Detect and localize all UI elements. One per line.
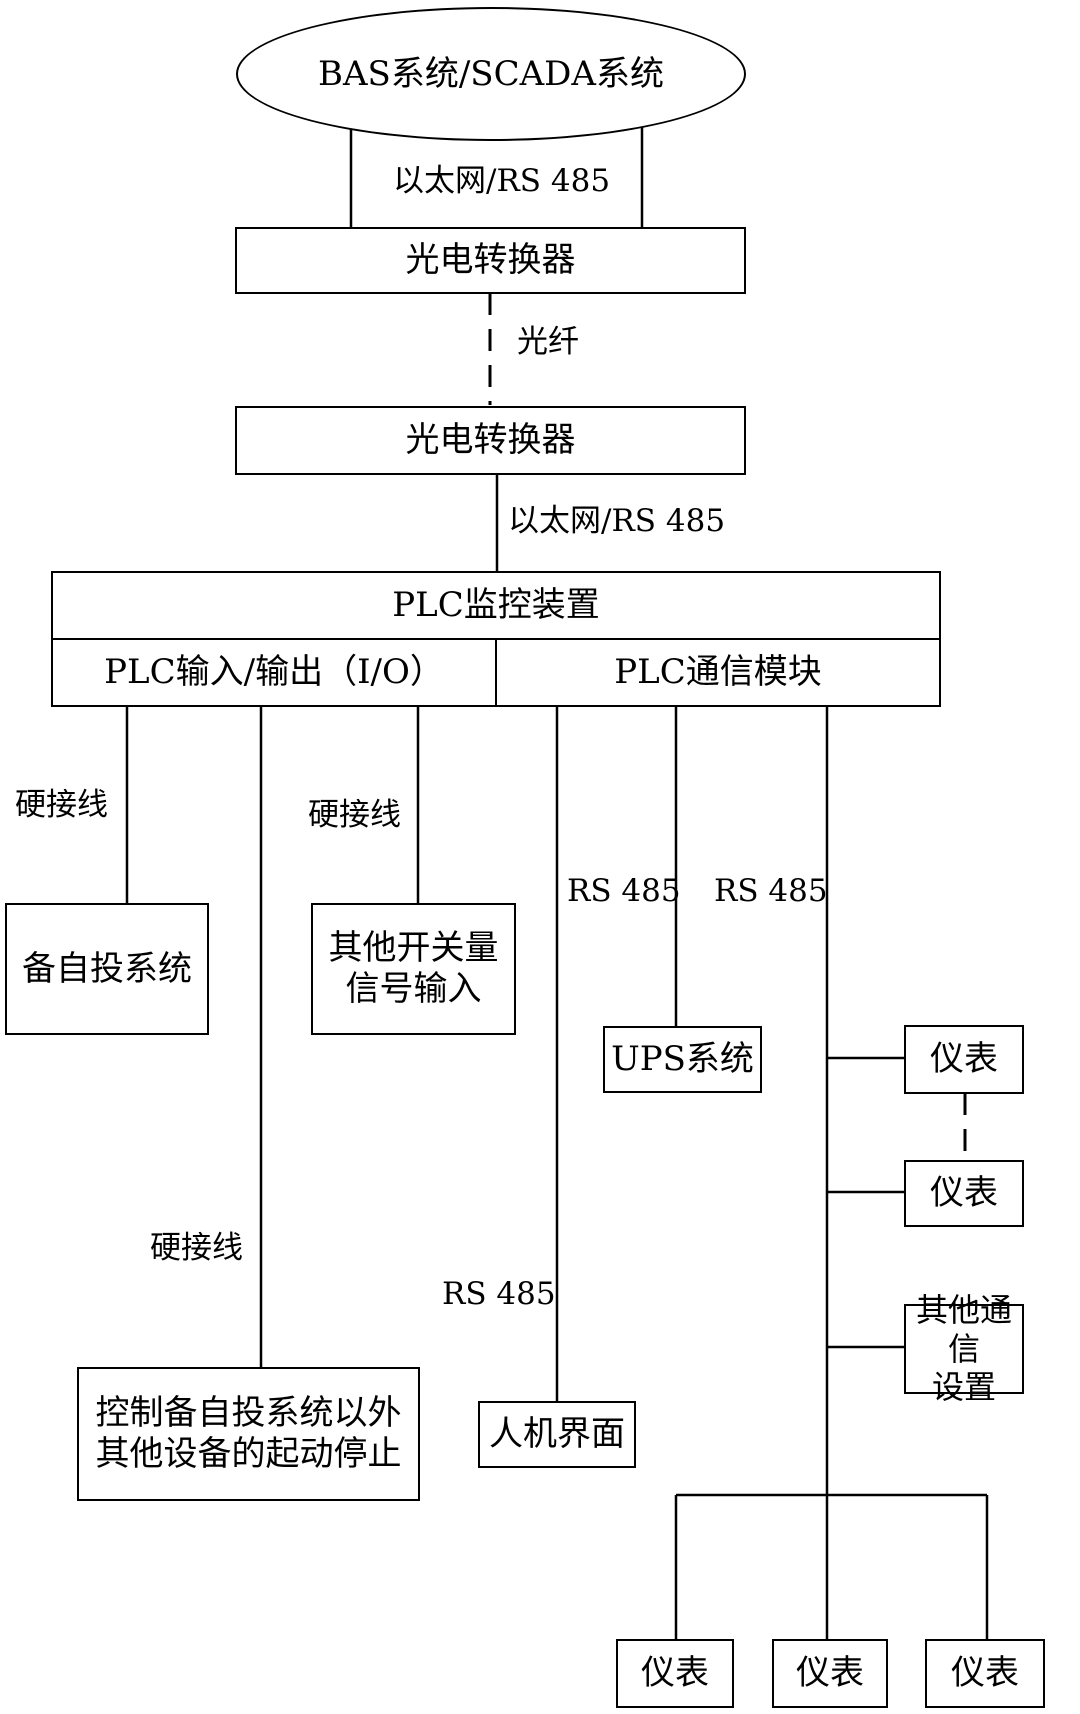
optical-converter-top: 光电转换器	[235, 227, 746, 294]
label-rs485-hmi: RS 485	[442, 1276, 556, 1312]
plc-monitoring-device: PLC监控装置	[51, 571, 941, 640]
human-machine-interface: 人机界面	[478, 1401, 636, 1468]
label-hardwire-2: 硬接线	[308, 797, 401, 833]
label-fiber: 光纤	[517, 324, 579, 360]
label-ethernet-top: 以太网/RS 485	[393, 163, 611, 199]
label-rs485-bus: RS 485	[714, 873, 828, 909]
auto-switch-system: 备自投系统	[5, 903, 209, 1035]
label-rs485-ups: RS 485	[567, 873, 681, 909]
other-switch-input: 其他开关量 信号输入	[311, 903, 516, 1035]
meter-5: 仪表	[925, 1639, 1045, 1708]
optical-converter-bottom: 光电转换器	[235, 406, 746, 475]
meter-3: 仪表	[616, 1639, 734, 1708]
control-other-equipment: 控制备自投系统以外 其他设备的起动停止	[77, 1367, 420, 1501]
other-comm-device: 其他通信 设置	[904, 1291, 1024, 1406]
ups-system: UPS系统	[603, 1026, 762, 1093]
bas-scada-system: BAS系统/SCADA系统	[236, 7, 746, 141]
meter-4: 仪表	[772, 1639, 888, 1708]
label-ethernet-mid: 以太网/RS 485	[508, 503, 726, 539]
meter-2: 仪表	[904, 1160, 1024, 1227]
label-hardwire-1: 硬接线	[15, 787, 108, 823]
label-hardwire-3: 硬接线	[150, 1230, 243, 1266]
meter-1: 仪表	[904, 1025, 1024, 1094]
plc-io: PLC输入/输出（I/O）	[51, 638, 497, 707]
plc-comm-module: PLC通信模块	[495, 638, 941, 707]
